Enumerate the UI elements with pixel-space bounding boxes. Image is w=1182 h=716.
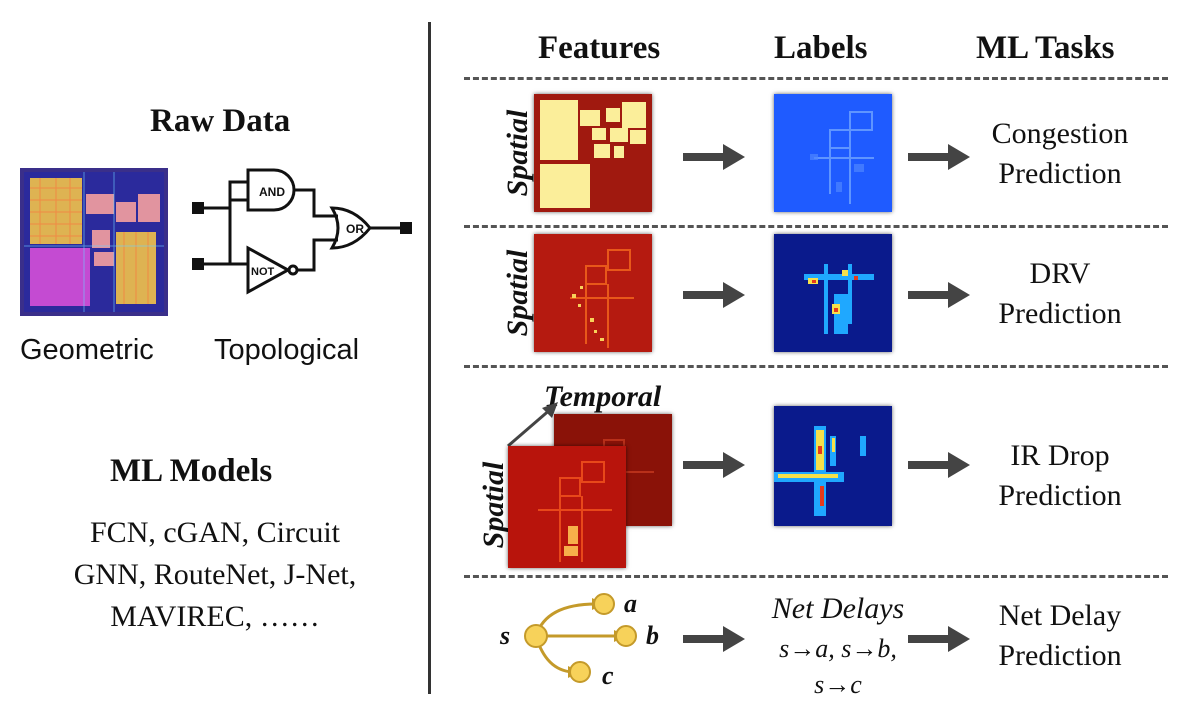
topological-label: Topological [214,334,360,366]
header-labels: Labels [774,30,868,66]
node-c [569,661,591,683]
ml-models-title: ML Models [110,453,273,489]
row-divider-3 [464,365,1168,368]
ir-feature-map-front [508,446,626,568]
node-a-label: a [624,589,637,618]
net-delays-line-2: s→c [814,670,862,699]
geometric-label: Geometric [20,334,154,366]
congestion-label-map [774,94,892,212]
and-gate-label: AND [259,185,285,199]
ir-task-line-1: IR Drop [1010,439,1110,472]
temporal-axis-label: Temporal [544,380,662,413]
header-features: Features [538,30,661,66]
row1-spatial-axis: Spatial [501,109,534,197]
temporal-axis-arrow [507,402,558,448]
row-divider-1 [464,77,1168,80]
net-delays-title: Net Delays [771,592,905,625]
ml-models-line-2: GNN, RouteNet, J-Net, [73,558,357,591]
header-ml-tasks: ML Tasks [976,30,1115,66]
row3-spatial-axis: Spatial [477,461,510,549]
drv-task-line-2: Prediction [998,297,1122,330]
node-b [615,625,637,647]
node-source-label: s [499,621,510,650]
ml-models-line-3: MAVIREC, …… [110,600,320,633]
row1-arrow-1 [683,144,745,170]
geometric-layout-image [20,168,168,316]
topological-circuit: AND OR NOT [192,168,412,295]
ml-models-line-1: FCN, cGAN, Circuit [90,516,340,549]
ir-task-line-2: Prediction [998,479,1122,512]
raw-data-title: Raw Data [150,103,291,139]
row2-arrow-1 [683,282,745,308]
congestion-task-line-1: Congestion [991,117,1129,150]
net-delays-line-1: s→a, s→b, [779,634,897,663]
panel-divider [428,22,431,694]
net-delay-task-line-2: Prediction [998,639,1122,672]
node-b-label: b [646,621,659,650]
drv-feature-map [534,234,652,352]
congestion-task-line-2: Prediction [998,157,1122,190]
or-gate-label: OR [346,222,364,236]
net-delay-task-line-1: Net Delay [998,599,1122,632]
ir-label-map [774,406,892,526]
row-divider-2 [464,225,1168,228]
row-divider-4 [464,575,1168,578]
node-source [524,624,548,648]
drv-label-map [774,234,892,352]
net-graph: s a b c [499,589,659,690]
row2-spatial-axis: Spatial [501,249,534,337]
drv-task-line-1: DRV [1029,257,1091,290]
row3-arrow-1 [683,452,745,478]
not-gate-label: NOT [251,266,275,278]
node-c-label: c [602,661,614,690]
node-a [593,593,615,615]
congestion-feature-map [534,94,652,212]
